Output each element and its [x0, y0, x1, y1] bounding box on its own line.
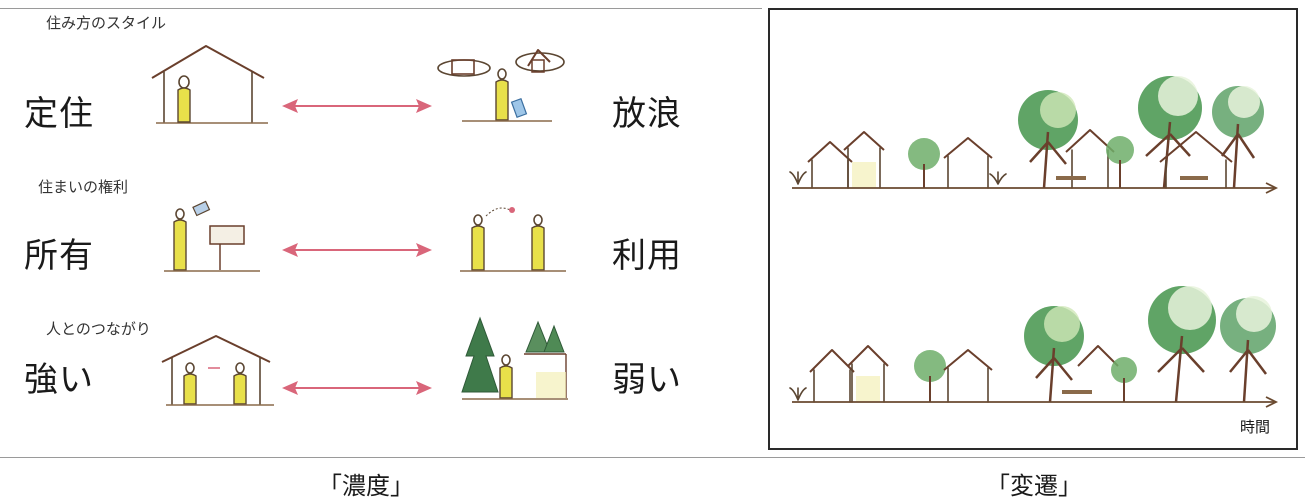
row2-left-term: 所有 [24, 236, 94, 276]
transition-lower-sequence [789, 286, 1279, 408]
row3-left-term: 強い [24, 360, 94, 400]
double-arrow [282, 243, 432, 257]
settled-house-illustration [151, 45, 268, 124]
wandering-illustration [437, 49, 565, 122]
transition-upper-sequence [789, 76, 1279, 194]
ownership-illustration [164, 200, 260, 272]
row1-category: 住み方のスタイル [46, 14, 167, 32]
double-arrow [282, 381, 432, 395]
density-caption: 「濃度」 [318, 472, 414, 500]
bottom-rule [0, 457, 1305, 458]
row2-category: 住まいの権利 [38, 178, 129, 196]
isolated-forest-illustration [461, 316, 568, 400]
connected-house-illustration [161, 335, 274, 406]
row2-right-term: 利用 [612, 236, 682, 276]
top-rule [0, 8, 762, 9]
row1-left-term: 定住 [24, 94, 94, 134]
time-axis-label: 時間 [1240, 418, 1271, 436]
double-arrow [282, 99, 432, 113]
row3-right-term: 弱い [612, 360, 682, 400]
row3-category: 人とのつながり [46, 320, 151, 338]
usage-illustration [460, 207, 566, 272]
transition-caption: 「変遷」 [986, 472, 1082, 500]
row1-right-term: 放浪 [612, 94, 682, 134]
